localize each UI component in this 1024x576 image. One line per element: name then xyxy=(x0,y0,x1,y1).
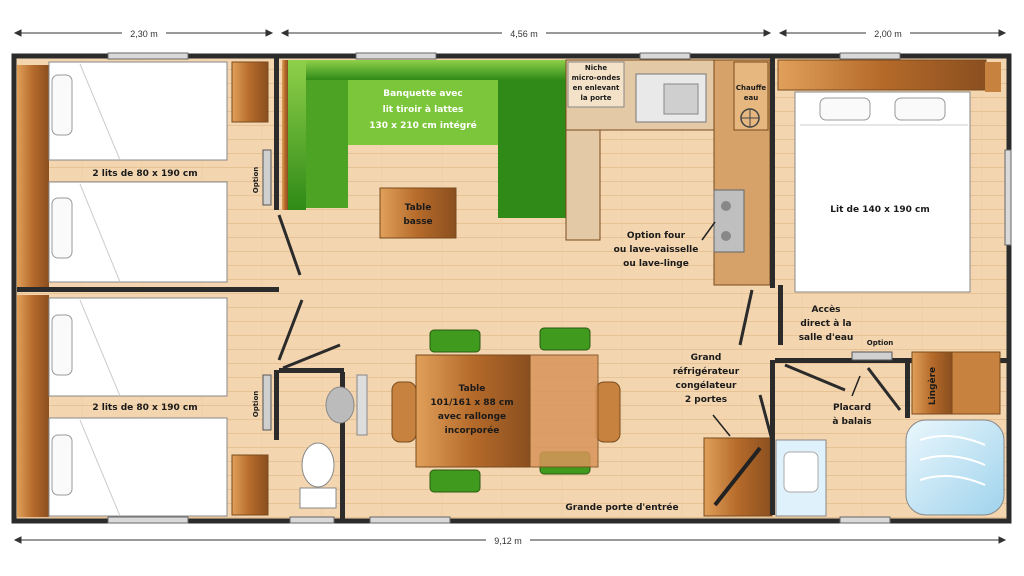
label-table-basse-1: Table xyxy=(405,203,432,213)
label-option-four-2: ou lave-vaisselle xyxy=(614,245,699,255)
label-table-3: avec rallonge xyxy=(438,412,506,422)
label-chauffe-eau-1: Chauffe xyxy=(736,84,766,92)
master-bedroom xyxy=(770,59,1001,515)
label-placard-1: Placard xyxy=(833,403,871,413)
arrow-fridge xyxy=(712,414,731,437)
label-lingerie: Lingère xyxy=(927,367,938,405)
label-niche-3: en enlevant xyxy=(573,84,620,92)
label-acces-2: direct à la xyxy=(800,319,851,329)
label-fridge-4: 2 portes xyxy=(685,395,727,405)
label-acces-1: Accès xyxy=(811,304,840,315)
label-table-1: Table xyxy=(459,384,486,394)
dimension-top-middle: 4,56 m xyxy=(510,29,538,39)
left-bedrooms xyxy=(17,58,304,517)
dimension-bottom: 9,12 m xyxy=(494,536,522,546)
label-table-2: 101/161 x 88 cm xyxy=(430,398,513,408)
label-niche-1: Niche xyxy=(585,64,607,72)
dining-set xyxy=(391,327,621,493)
label-lit-140: Lit de 140 x 190 cm xyxy=(830,205,929,215)
bathroom xyxy=(775,351,1007,517)
label-banquette-2: lit tiroir à lattes xyxy=(383,105,464,115)
label-option-right: Option xyxy=(867,339,894,347)
dimension-top-right: 2,00 m xyxy=(874,29,902,39)
label-option-four-1: Option four xyxy=(627,231,686,241)
label-option-left-bottom: Option xyxy=(252,391,260,418)
label-fridge-2: réfrigérateur xyxy=(673,366,740,377)
label-niche-2: micro-ondes xyxy=(572,74,621,82)
toilet-room xyxy=(279,343,368,520)
arrow-placard xyxy=(851,375,861,397)
label-entry-door: Grande porte d'entrée xyxy=(565,502,678,513)
label-option-left-top: Option xyxy=(252,167,260,194)
label-banquette-1: Banquette avec xyxy=(383,89,463,99)
coffee-table xyxy=(379,187,457,239)
label-niche-4: la porte xyxy=(581,94,612,102)
windows xyxy=(107,52,1012,524)
label-option-four-3: ou lave-linge xyxy=(623,259,689,269)
fridge xyxy=(703,289,774,517)
label-banquette-3: 130 x 210 cm intégré xyxy=(369,120,477,131)
label-table-basse-2: basse xyxy=(403,217,432,227)
label-placard-2: à balais xyxy=(832,417,871,427)
outer-wall xyxy=(11,53,1012,524)
label-acces-3: salle d'eau xyxy=(799,333,854,343)
kitchen xyxy=(565,58,775,288)
arrow-oven xyxy=(701,221,716,241)
dimension-top-left: 2,30 m xyxy=(130,29,158,39)
label-fridge-1: Grand xyxy=(691,353,722,363)
label-fridge-3: congélateur xyxy=(676,380,737,391)
label-beds-bottom: 2 lits de 80 x 190 cm xyxy=(92,403,197,413)
label-beds-top: 2 lits de 80 x 190 cm xyxy=(92,169,197,179)
sofa xyxy=(282,60,566,218)
label-table-4: incorporée xyxy=(445,425,500,436)
label-chauffe-eau-2: eau xyxy=(744,94,758,102)
